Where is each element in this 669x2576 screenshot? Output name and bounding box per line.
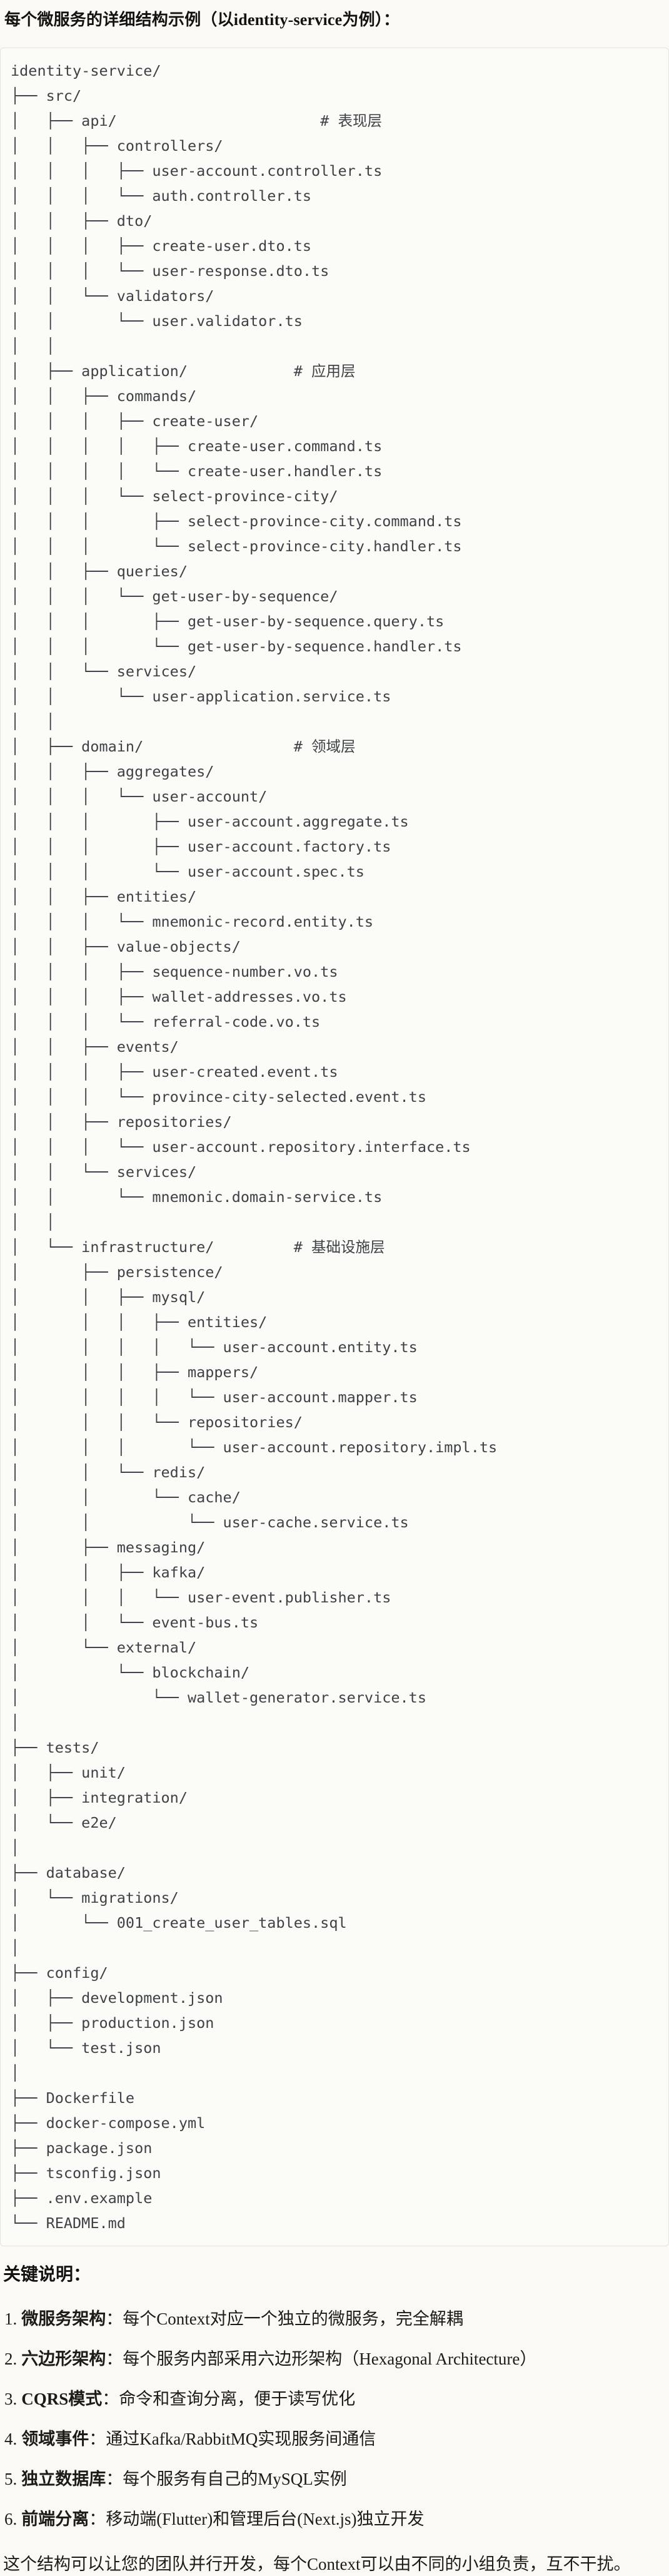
note-text: 每个服务有自己的MySQL实例	[123, 2470, 347, 2488]
note-item: 3.CQRS模式：命令和查询分离，便于读写优化	[4, 2388, 664, 2410]
note-item: 6.前端分离：移动端(Flutter)和管理后台(Next.js)独立开发	[4, 2508, 664, 2530]
notes-heading: 关键说明：	[3, 2265, 91, 2284]
note-item: 1.微服务架构：每个Context对应一个独立的微服务，完全解耦	[4, 2308, 664, 2330]
note-separator: ：	[106, 2349, 123, 2368]
note-label: CQRS模式	[21, 2390, 103, 2408]
note-separator: ：	[102, 2390, 119, 2408]
file-tree-text: identity-service/ ├── src/ │ ├── api/ # …	[11, 62, 498, 2232]
note-text: 移动端(Flutter)和管理后台(Next.js)独立开发	[106, 2510, 425, 2528]
note-label: 领域事件	[21, 2430, 89, 2448]
notes-section: 关键说明： 1.微服务架构：每个Context对应一个独立的微服务，完全解耦 2…	[0, 2246, 669, 2575]
note-text: 每个Context对应一个独立的微服务，完全解耦	[123, 2309, 463, 2328]
note-number: 4.	[4, 2430, 18, 2448]
note-separator: ：	[89, 2430, 106, 2448]
note-label: 独立数据库	[21, 2470, 106, 2488]
note-separator: ：	[106, 2309, 123, 2328]
note-label: 六边形架构	[21, 2349, 106, 2368]
note-label: 微服务架构	[21, 2309, 106, 2328]
note-item: 4.领域事件：通过Kafka/RabbitMQ实现服务间通信	[4, 2428, 664, 2450]
file-tree-code-block: identity-service/ ├── src/ │ ├── api/ # …	[0, 48, 669, 2246]
note-label: 前端分离	[21, 2510, 89, 2528]
note-number: 3.	[4, 2390, 18, 2408]
note-text: 命令和查询分离，便于读写优化	[119, 2390, 356, 2408]
note-number: 1.	[4, 2309, 18, 2328]
note-separator: ：	[89, 2510, 106, 2528]
note-separator: ：	[106, 2470, 123, 2488]
note-text: 每个服务内部采用六边形架构（Hexagonal Architecture）	[123, 2349, 537, 2368]
closing-note: 这个结构可以让您的团队并行开发，每个Context可以由不同的小组负责，互不干扰…	[3, 2555, 631, 2573]
page-title: 每个微服务的详细结构示例（以identity-service为例）：	[4, 11, 400, 29]
note-item: 2.六边形架构：每个服务内部采用六边形架构（Hexagonal Architec…	[4, 2348, 664, 2370]
note-number: 5.	[4, 2470, 18, 2488]
note-item: 5.独立数据库：每个服务有自己的MySQL实例	[4, 2468, 664, 2490]
note-text: 通过Kafka/RabbitMQ实现服务间通信	[106, 2430, 376, 2448]
note-number: 2.	[4, 2349, 18, 2368]
note-number: 6.	[4, 2510, 18, 2528]
